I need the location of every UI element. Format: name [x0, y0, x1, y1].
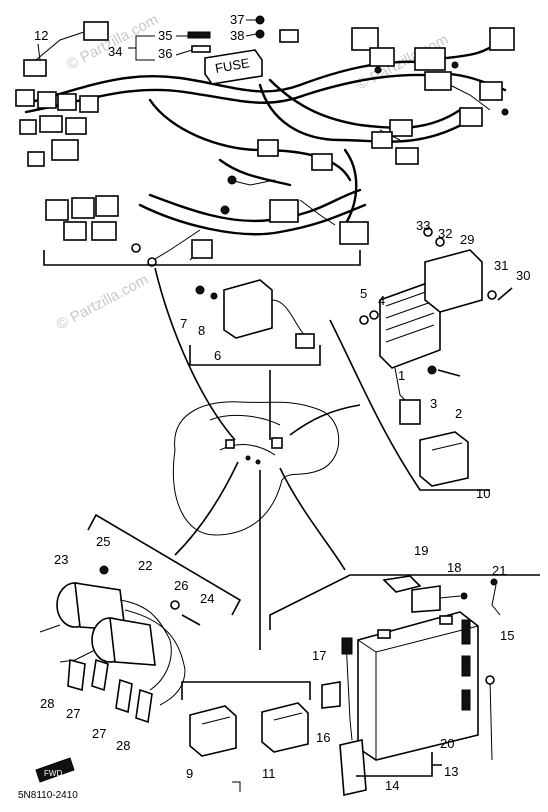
battery	[321, 575, 501, 796]
callout-2: 2	[455, 406, 462, 421]
callout-37: 37	[230, 12, 244, 27]
watermark: © Partzilla.com	[54, 271, 151, 333]
callout-leaders	[37, 19, 257, 792]
relay-pair-bracket	[181, 681, 311, 700]
leader-lines	[154, 267, 361, 650]
fuse-box: FUSE	[187, 15, 265, 85]
callout-25: 25	[96, 534, 110, 549]
callout-15: 15	[500, 628, 514, 643]
callout-27: 27	[66, 706, 80, 721]
callout-32: 32	[438, 226, 452, 241]
callout-7: 7	[180, 316, 187, 331]
harness-bracket	[43, 250, 361, 266]
relay-10	[419, 431, 469, 487]
callout-20: 20	[440, 736, 454, 751]
callout-5: 5	[360, 286, 367, 301]
callout-35: 35	[158, 28, 172, 43]
callout-27b: 27	[92, 726, 106, 741]
callout-8: 8	[198, 323, 205, 338]
battery-14-bracket	[356, 752, 442, 777]
callout-11: 11	[262, 766, 276, 781]
callout-6: 6	[214, 348, 221, 363]
callout-16: 16	[316, 730, 330, 745]
regulator-leader	[329, 319, 490, 491]
callout-31: 31	[494, 258, 508, 273]
callout-9: 9	[186, 766, 193, 781]
callout-17: 17	[312, 648, 326, 663]
callout-22: 22	[138, 558, 152, 573]
connector-group-right	[279, 27, 515, 165]
callout-21: 21	[492, 563, 506, 578]
ignition-coils	[39, 565, 201, 724]
fuse-label: FUSE	[214, 55, 251, 76]
callout-33: 33	[416, 218, 430, 233]
callout-12: 12	[34, 28, 48, 43]
callout-18: 18	[447, 560, 461, 575]
callout-34: 34	[108, 44, 122, 59]
callout-29: 29	[460, 232, 474, 247]
callout-13: 13	[444, 764, 458, 779]
callout-3: 3	[430, 396, 437, 411]
callout-28: 28	[40, 696, 54, 711]
callout-30: 30	[516, 268, 530, 283]
front-label: FWD	[44, 769, 62, 778]
callout-28b: 28	[116, 738, 130, 753]
motorcycle-outline	[172, 401, 340, 536]
relay-assembly	[195, 279, 315, 349]
battery-bracket	[269, 574, 540, 630]
connector-group-mid	[45, 139, 369, 267]
callout-36: 36	[158, 46, 172, 61]
callout-38: 38	[230, 28, 244, 43]
relay-bracket	[189, 345, 321, 366]
callout-14: 14	[385, 778, 399, 793]
watermark: © Partzilla.com	[64, 11, 161, 73]
connector-group-left	[15, 21, 109, 167]
callout-23: 23	[54, 552, 68, 567]
callout-1: 1	[398, 368, 405, 383]
relay-pair	[189, 702, 309, 757]
callouts: 1 2 3 4 5 6 7 8 9 10 11 12 13 14 15 16 1…	[34, 12, 530, 793]
callout-10: 10	[476, 486, 490, 501]
callout-26: 26	[174, 578, 188, 593]
diagram-code: 5N8110-2410	[18, 790, 78, 801]
callout-19: 19	[414, 543, 428, 558]
callout-4: 4	[378, 293, 385, 308]
rectifier-regulator	[359, 227, 513, 425]
front-arrow-icon: FWD	[35, 757, 75, 783]
callout-24: 24	[200, 591, 214, 606]
coil-bracket	[87, 513, 242, 616]
